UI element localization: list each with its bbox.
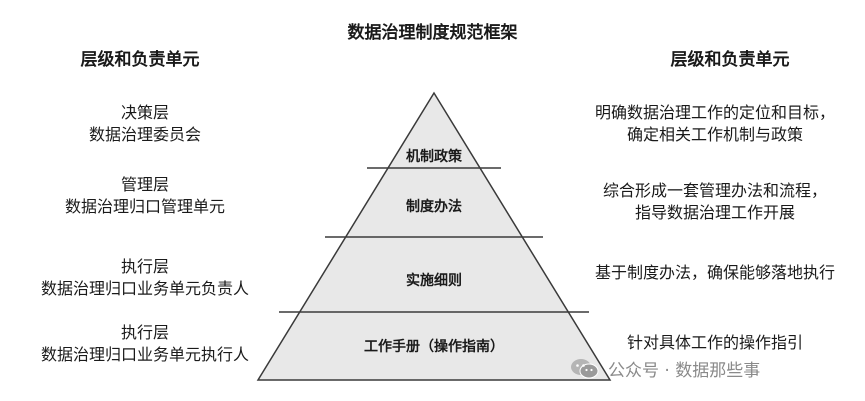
description-line: 针对具体工作的操作指引 — [626, 333, 803, 352]
description-implementation: 基于制度办法，确保能够落地执行 — [570, 262, 860, 284]
level-block-decision: 决策层 数据治理委员会 — [10, 102, 280, 146]
right-column-header: 层级和负责单元 — [670, 50, 790, 70]
watermark: 公众号 · 数据那些事 — [570, 356, 860, 381]
description-line: 综合形成一套管理办法和流程， — [602, 181, 827, 200]
level-name: 执行层 — [120, 323, 169, 342]
description-regulations: 综合形成一套管理办法和流程， 指导数据治理工作开展 — [570, 180, 860, 224]
level-unit: 数据治理委员会 — [88, 125, 201, 144]
level-block-management: 管理层 数据治理归口管理单元 — [10, 174, 280, 218]
diagram-title: 数据治理制度规范框架 — [347, 23, 518, 43]
level-unit: 数据治理归口业务单元执行人 — [40, 345, 249, 364]
wechat-icon — [570, 358, 600, 380]
level-block-execution-staff: 执行层 数据治理归口业务单元执行人 — [10, 322, 280, 366]
level-unit: 数据治理归口管理单元 — [64, 197, 225, 216]
description-manual: 针对具体工作的操作指引 — [570, 332, 860, 354]
left-column-header: 层级和负责单元 — [80, 50, 200, 70]
tier-label-regulations: 制度办法 — [406, 199, 462, 215]
description-line: 确定相关工作机制与政策 — [626, 125, 803, 144]
level-name: 管理层 — [120, 175, 169, 194]
description-line: 明确数据治理工作的定位和目标， — [594, 103, 835, 122]
tier-label-manual: 工作手册（操作指南） — [364, 339, 504, 355]
tier-label-policy: 机制政策 — [406, 149, 462, 165]
level-name: 决策层 — [120, 103, 169, 122]
tier-label-implementation: 实施细则 — [406, 273, 462, 289]
level-unit: 数据治理归口业务单元负责人 — [40, 279, 249, 298]
description-line: 基于制度办法，确保能够落地执行 — [594, 263, 835, 282]
watermark-text: 公众号 · 数据那些事 — [608, 361, 761, 381]
level-name: 执行层 — [120, 257, 169, 276]
description-policy: 明确数据治理工作的定位和目标， 确定相关工作机制与政策 — [570, 102, 860, 146]
level-block-execution-lead: 执行层 数据治理归口业务单元负责人 — [10, 256, 280, 300]
description-line: 指导数据治理工作开展 — [634, 203, 795, 222]
